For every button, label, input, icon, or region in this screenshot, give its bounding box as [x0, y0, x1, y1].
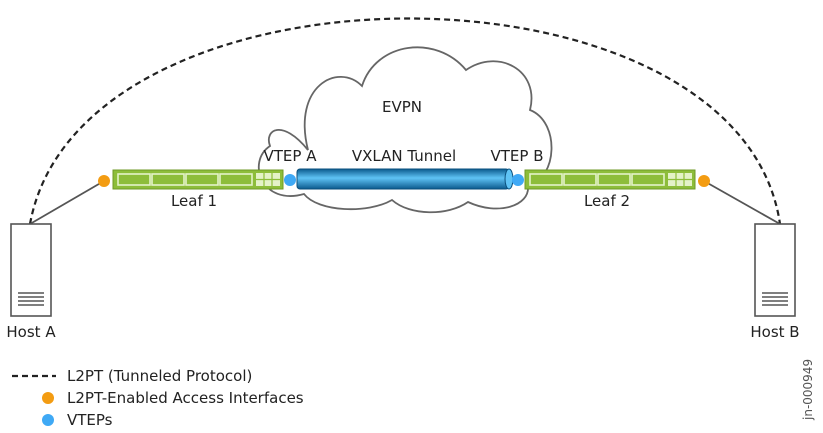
- host-a-server: [10, 223, 52, 317]
- vxlan-tunnel-label: VXLAN Tunnel: [352, 147, 456, 165]
- vtep-b-label: VTEP B: [490, 147, 543, 165]
- vtep-a-dot: [284, 174, 296, 186]
- vtep-b-dot: [512, 174, 524, 186]
- l2pt-tunnel-arc: [28, 17, 782, 225]
- host-b-server: [754, 223, 796, 317]
- evpn-label: EVPN: [382, 98, 422, 116]
- host-a-link: [29, 180, 105, 225]
- leaf-1-label: Leaf 1: [171, 192, 217, 210]
- leaf-2-label: Leaf 2: [584, 192, 630, 210]
- legend-vtep-label: VTEPs: [67, 411, 113, 429]
- leaf-1-switch: [112, 169, 284, 190]
- legend: L2PT (Tunneled Protocol) L2PT-Enabled Ac…: [12, 367, 304, 429]
- access-interface-dot-right: [698, 175, 710, 187]
- host-b-label: Host B: [750, 323, 799, 341]
- access-interface-dot-left: [98, 175, 110, 187]
- legend-access-swatch: [42, 392, 54, 404]
- figure-id: jn-000949: [801, 359, 815, 421]
- legend-vtep-swatch: [42, 414, 54, 426]
- legend-l2pt-label: L2PT (Tunneled Protocol): [67, 367, 252, 385]
- vxlan-tunnel: [296, 168, 514, 190]
- host-a-label: Host A: [6, 323, 56, 341]
- vtep-a-label: VTEP A: [264, 147, 318, 165]
- leaf-2-switch: [524, 169, 696, 190]
- legend-access-label: L2PT-Enabled Access Interfaces: [67, 389, 304, 407]
- host-b-link: [703, 180, 781, 225]
